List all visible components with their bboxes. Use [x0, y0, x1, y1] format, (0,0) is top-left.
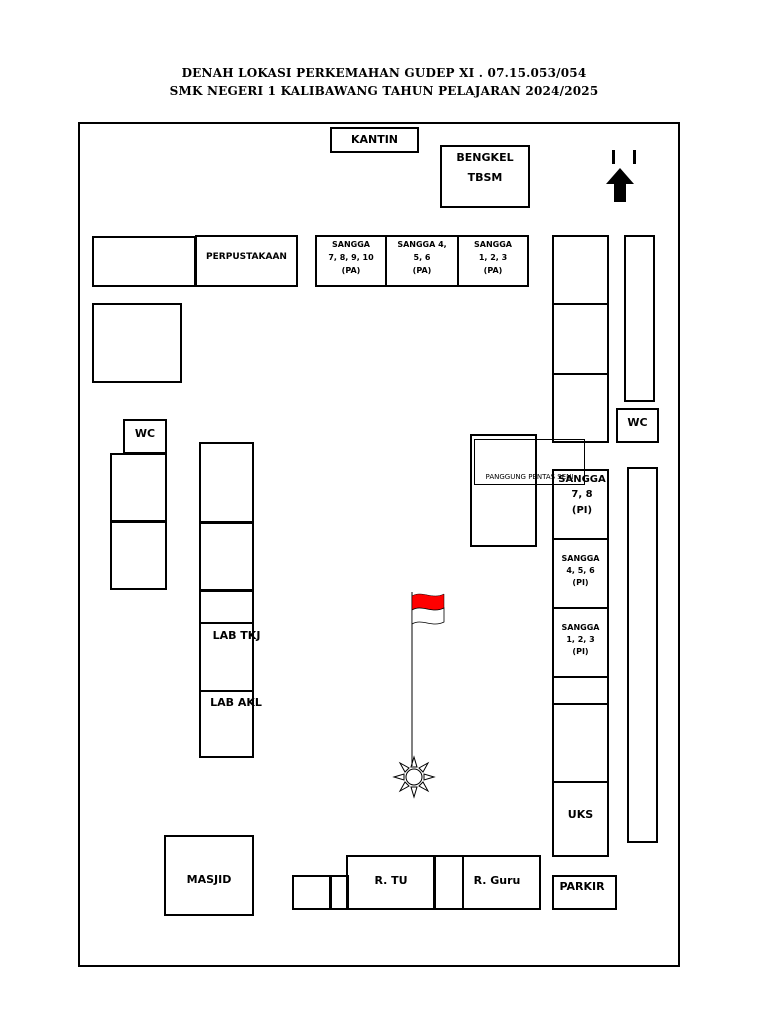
map-title-line-1: DENAH LOKASI PERKEMAHAN GUDEP XI . 07.15…	[181, 66, 587, 80]
sangga-pi-4-6-line1: SANGGA	[561, 554, 600, 563]
scout-emblem-icon	[392, 755, 436, 799]
sangga-pi-1-3-line1: SANGGA	[561, 623, 600, 632]
lab-akl-building	[199, 690, 254, 758]
uks-building	[552, 781, 609, 857]
perpustakaan-label: PERPUSTAKAAN	[206, 252, 287, 262]
map-title-line-2: SMK NEGERI 1 KALIBAWANG TAHUN PELAJARAN …	[169, 84, 599, 98]
sangga-pi-1-3-line3: (PI)	[572, 647, 589, 656]
panggung-label-box	[474, 439, 585, 485]
sangga-pa-1-3-line3: (PA)	[483, 266, 503, 275]
bengkel-tbsm-building	[440, 145, 530, 208]
campsite-boundary	[78, 122, 680, 967]
building-right-block-1	[552, 235, 609, 305]
building-lab-column-3	[199, 589, 254, 624]
lab-akl-label: LAB AKL	[210, 696, 262, 709]
sangga-pa-1-3-tent	[457, 235, 529, 287]
r-tu-label: R. TU	[374, 874, 408, 887]
masjid-building	[164, 835, 254, 916]
kantin-building	[330, 127, 419, 153]
r-guru-building	[462, 855, 541, 910]
building-left-block-2	[110, 520, 167, 590]
flag-icon	[411, 592, 445, 766]
sangga-pi-1-3-line2: 1, 2, 3	[566, 635, 595, 644]
sangga-pa-7-10-line1: SANGGA	[332, 240, 370, 249]
building-left-mid	[92, 303, 182, 383]
sangga-pi-7-8-line2: 7, 8	[571, 489, 593, 500]
building-right-block-4	[552, 676, 609, 705]
tbsm-label: TBSM	[467, 171, 503, 184]
sangga-pa-4-6-line3: (PA)	[412, 266, 432, 275]
sangga-pi-7-8-line3: (PI)	[571, 505, 593, 516]
r-guru-label: R. Guru	[473, 874, 521, 887]
building-bottom-small-2	[329, 875, 349, 910]
sangga-pa-4-6-line1: SANGGA 4,	[397, 240, 447, 249]
wc-right-label: WC	[627, 416, 648, 429]
sangga-pa-7-10-line2: 7, 8, 9, 10	[328, 253, 374, 262]
building-bottom-small-1	[292, 875, 332, 910]
panggung-building	[470, 434, 537, 547]
bengkel-label: BENGKEL	[456, 151, 514, 164]
parkir-area	[552, 875, 617, 910]
sangga-pi-4-6-line3: (PI)	[572, 578, 589, 587]
parkir-label: PARKIR	[559, 880, 605, 893]
sangga-pa-4-6-line2: 5, 6	[413, 253, 431, 262]
sangga-pa-7-10-line3: (PA)	[341, 266, 361, 275]
building-right-strip-top	[624, 235, 655, 402]
building-lab-column-1	[199, 442, 254, 524]
building-bottom-between	[433, 855, 464, 910]
uks-label: UKS	[567, 808, 594, 821]
building-left-block-1	[110, 453, 167, 523]
r-tu-building	[346, 855, 436, 910]
lab-tkj-label: LAB TKJ	[212, 629, 261, 642]
wc-right-building	[616, 408, 659, 443]
building-lab-column-2	[199, 521, 254, 592]
sangga-pa-1-3-line2: 1, 2, 3	[478, 253, 508, 262]
building-right-block-3	[552, 373, 609, 443]
north-arrow-icon	[606, 150, 636, 202]
building-right-strip-bottom	[627, 467, 658, 843]
kantin-label: KANTIN	[350, 133, 399, 146]
panggung-label: PANGGUNG PENTAS SENI	[485, 473, 574, 481]
building-right-block-2	[552, 303, 609, 375]
masjid-label: MASJID	[186, 873, 232, 886]
sangga-pa-1-3-line1: SANGGA	[474, 240, 512, 249]
wc-left-label: WC	[134, 427, 156, 440]
building-right-block-5	[552, 703, 609, 783]
building-top-left	[92, 236, 196, 287]
sangga-pi-4-6-line2: 4, 5, 6	[566, 566, 595, 575]
perpustakaan-building	[195, 235, 298, 287]
sangga-pi-7-8-line1: SANGGA	[558, 474, 606, 485]
